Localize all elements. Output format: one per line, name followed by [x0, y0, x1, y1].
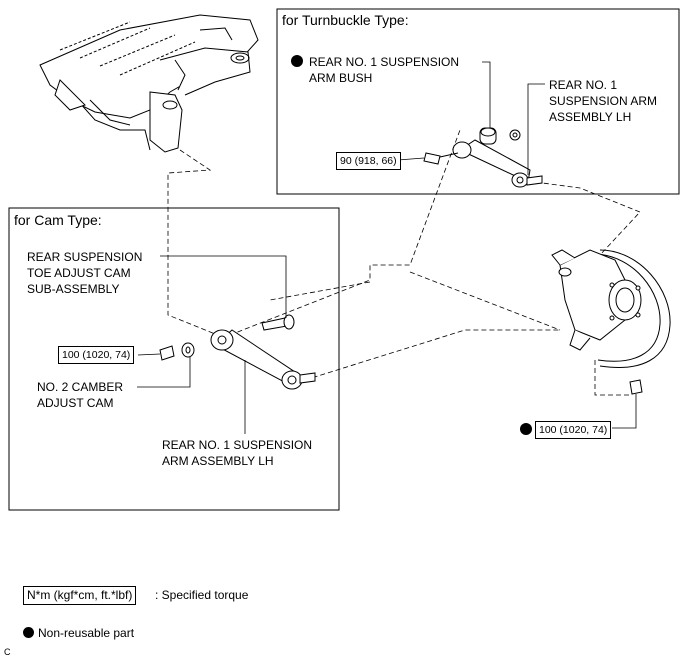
legend-non-reusable-icon [23, 627, 34, 638]
turnbuckle-panel-title: for Turnbuckle Type: [282, 12, 409, 28]
legend-torque-text: : Specified torque [155, 588, 249, 602]
toe-cam-label-line2: TOE ADJUST CAM [27, 266, 131, 280]
cam-panel-frame [8, 207, 340, 511]
knuckle-torque-box: 100 (1020, 74) [535, 421, 612, 439]
cam-arm-label-line2: ARM ASSEMBLY LH [162, 454, 274, 468]
cam-arm-label-line1: REAR NO. 1 SUSPENSION [162, 438, 313, 452]
turnbuckle-arm-label-line2: SUSPENSION ARM [549, 94, 658, 108]
bush-label-line1: REAR NO. 1 SUSPENSION [309, 55, 460, 69]
turnbuckle-torque-box: 90 (918, 66) [336, 152, 401, 170]
label-leader-lines [137, 61, 637, 434]
camber-cam-label-line2: ADJUST CAM [37, 396, 114, 410]
turnbuckle-arm-drawing [423, 127, 543, 188]
toe-cam-label-line1: REAR SUSPENSION [27, 250, 143, 264]
turnbuckle-arm-label-line3: ASSEMBLY LH [549, 110, 632, 124]
non-reusable-nut-marker-icon [520, 423, 532, 435]
legend-non-reusable-text: Non-reusable part [38, 626, 135, 640]
turnbuckle-panel-frame [276, 8, 680, 195]
legend-torque-box: N*m (kgf*cm, ft.*lbf) [23, 586, 137, 605]
cam-panel-title: for Cam Type: [14, 212, 102, 228]
corner-code: C [4, 647, 11, 657]
camber-cam-label-line1: NO. 2 CAMBER [37, 380, 124, 394]
knuckle-nut-drawing [629, 379, 643, 395]
toe-cam-label-line3: SUB-ASSEMBLY [27, 282, 120, 296]
non-reusable-marker-icon [291, 55, 303, 67]
assembly-dashed-lines [167, 129, 641, 396]
cam-arm-drawing [159, 314, 316, 390]
rear-axle-carrier-drawing [551, 249, 671, 368]
bush-label-line2: ARM BUSH [309, 71, 373, 85]
suspension-crossmember-drawing [39, 14, 259, 153]
cam-torque-box: 100 (1020, 74) [58, 346, 135, 364]
turnbuckle-arm-label-line1: REAR NO. 1 [549, 78, 618, 92]
